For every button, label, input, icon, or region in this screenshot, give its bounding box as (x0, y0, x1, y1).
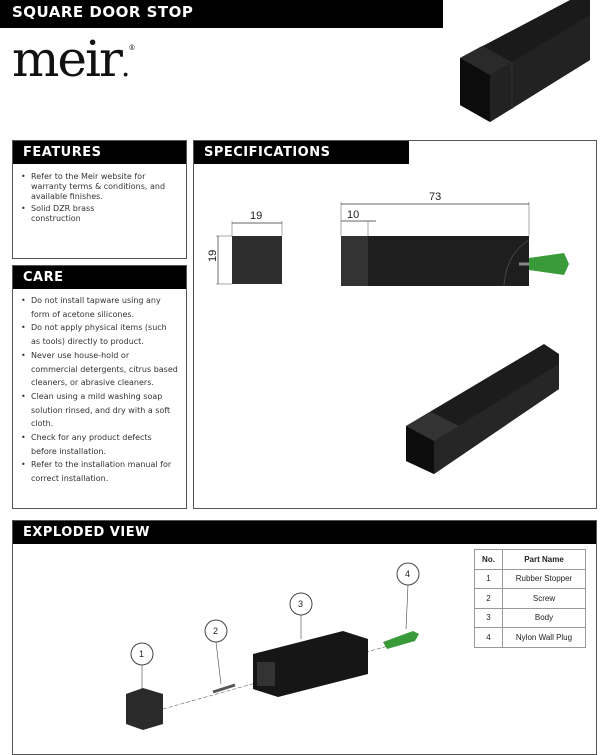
exploded-drawing: 1 2 3 4 (126, 562, 420, 730)
cell-part-name: Rubber Stopper (502, 568, 586, 589)
callout-1: 1 (139, 649, 144, 659)
cell-part-name: Body (502, 607, 586, 628)
callout-3: 3 (298, 599, 303, 609)
logo-mark: ® (128, 44, 135, 52)
care-item: Do not install tapware using any form of… (21, 294, 178, 321)
dim-height: 19 (207, 250, 219, 262)
feature-item: Refer to the Meir website for warranty t… (21, 172, 176, 202)
features-heading: FEATURES (13, 141, 186, 164)
care-heading: CARE (13, 266, 186, 289)
cell-no: 2 (474, 588, 503, 609)
care-panel: CARE Do not install tapware using any fo… (12, 265, 187, 509)
callout-2: 2 (213, 626, 218, 636)
dim-length: 73 (429, 191, 441, 203)
specification-drawing: 19 19 73 10 (207, 191, 569, 474)
cell-part-name: Screw (502, 588, 586, 609)
specifications-panel: SPECIFICATIONS 19 19 73 10 (193, 140, 597, 509)
callout-4: 4 (405, 569, 410, 579)
specifications-heading: SPECIFICATIONS (194, 141, 409, 164)
care-item: Clean using a mild washing soap solution… (21, 390, 178, 431)
cell-no: 1 (474, 568, 503, 589)
wall-plug (529, 253, 569, 275)
features-panel: FEATURES Refer to the Meir website for w… (12, 140, 187, 259)
care-item: Never use house-hold or commercial deter… (21, 349, 178, 390)
logo-text: meir (12, 30, 123, 88)
care-item: Do not apply physical items (such as too… (21, 321, 178, 348)
col-header-no: No. (474, 549, 503, 570)
care-item: Refer to the installation manual for cor… (21, 458, 178, 485)
care-item: Check for any product defects before ins… (21, 431, 178, 458)
page-title: SQUARE DOOR STOP (0, 0, 443, 28)
brand-logo: meir.® (12, 30, 135, 88)
cell-part-name: Nylon Wall Plug (502, 627, 586, 648)
product-image (460, 0, 590, 122)
exploded-view-heading: EXPLODED VIEW (13, 521, 596, 544)
col-header-part-name: Part Name (502, 549, 586, 570)
dim-width: 19 (250, 210, 262, 222)
cell-no: 3 (474, 607, 503, 628)
feature-item: Solid DZR brass construction (21, 204, 111, 224)
cell-no: 4 (474, 627, 503, 648)
dim-stopper: 10 (347, 209, 359, 221)
